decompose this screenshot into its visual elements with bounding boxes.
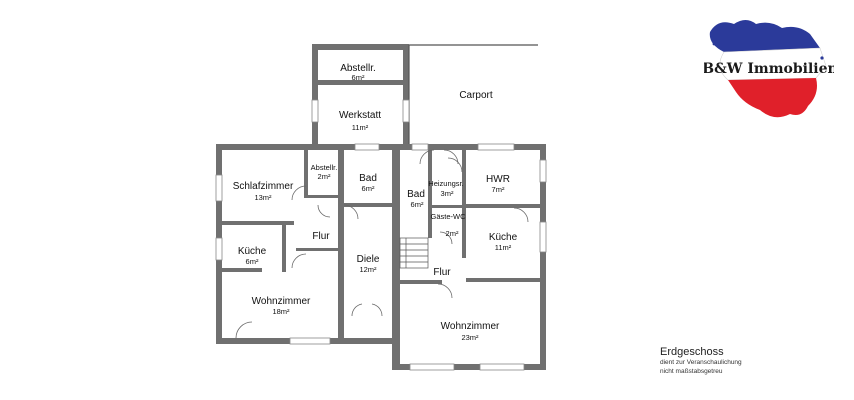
staircase — [399, 237, 429, 269]
windows — [215, 99, 547, 371]
plan-note-line2: nicht maßstabsgetreu — [660, 368, 723, 375]
logo-map-blue-icon — [709, 20, 820, 52]
room-label-carport: Carport — [459, 90, 493, 101]
room-label-flur-links: Flur — [312, 231, 330, 242]
room-label-hwr: HWR — [486, 174, 510, 185]
room-area-abstellraum-werkstatt: 6m² — [352, 73, 365, 82]
room-area-diele: 12m² — [359, 265, 377, 274]
room-area-wohnzimmer-links: 18m² — [272, 307, 290, 316]
room-label-diele: Diele — [357, 254, 380, 265]
room-label-schlafzimmer: Schlafzimmer — [233, 181, 294, 192]
room-label-abstellraum-werkstatt: Abstellr. — [340, 63, 376, 74]
room-label-wohnzimmer-rechts: Wohnzimmer — [441, 321, 500, 332]
room-area-werkstatt: 11m² — [352, 123, 369, 132]
carport-outline — [408, 44, 538, 144]
room-label-heizung: Heizungsr. — [428, 179, 463, 188]
room-area-kueche-links: 6m² — [246, 257, 259, 266]
room-label-flur-rechts: Flur — [433, 267, 451, 278]
room-label-werkstatt: Werkstatt — [339, 110, 381, 121]
logo-map-red-icon — [728, 78, 817, 118]
room-label-wohnzimmer-links: Wohnzimmer — [252, 296, 311, 307]
logo-text: B&W Immobilien — [704, 61, 834, 77]
room-label-kueche-links: Küche — [238, 246, 267, 257]
room-area-kueche-rechts: 11m² — [495, 243, 512, 252]
room-label-gaeste-wc: Gäste-WC — [430, 212, 466, 221]
company-logo: B&W Immobilien — [704, 20, 834, 118]
room-label-bad-rechts: Bad — [407, 189, 425, 200]
plan-title: Erdgeschoss — [660, 346, 724, 358]
room-area-hwr: 7m² — [492, 185, 505, 194]
room-area-abstellraum-klein: 2m² — [318, 172, 331, 181]
plan-caption: Erdgeschoss dient zur Veranschaulichung … — [660, 346, 742, 376]
room-area-bad-rechts: 6m² — [411, 200, 424, 209]
room-label-kueche-rechts: Küche — [489, 232, 518, 243]
room-area-gaeste-wc: 2m² — [446, 229, 459, 238]
room-label-bad-links: Bad — [359, 173, 377, 184]
plan-note-line1: dient zur Veranschaulichung — [660, 359, 742, 366]
room-area-heizung: 3m² — [441, 189, 454, 198]
room-area-wohnzimmer-rechts: 23m² — [461, 333, 479, 342]
room-area-bad-links: 6m² — [362, 184, 375, 193]
doors — [235, 149, 529, 339]
logo-map-white-icon — [719, 47, 827, 81]
room-labels: Abstellr. 6m² Werkstatt 11m² Carport Sch… — [233, 63, 518, 342]
room-label-abstellraum-klein: Abstellr. — [311, 163, 338, 172]
room-area-schlafzimmer: 13m² — [254, 193, 272, 202]
